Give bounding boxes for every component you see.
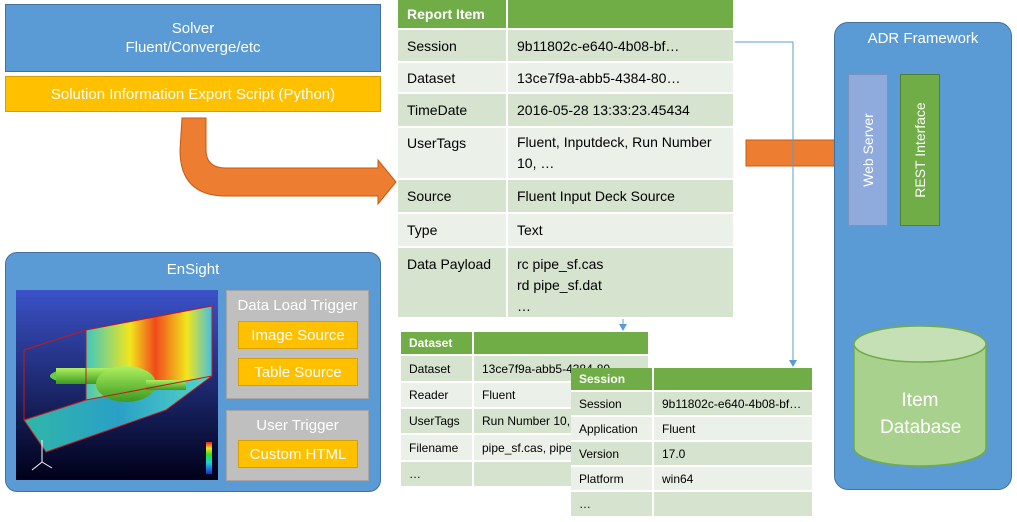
dataset-table-header: Dataset (401, 332, 474, 356)
report-key-data-payload: Data Payload (398, 247, 508, 319)
session-value-application: Fluent (653, 416, 814, 442)
custom-html-button[interactable]: Custom HTML (238, 440, 358, 468)
solver-to-report-arrow (179, 117, 397, 206)
report-key-type: Type (398, 213, 508, 248)
payload-line-3: … (517, 298, 531, 314)
report-key-timedate: TimeDate (398, 93, 508, 128)
report-key-usertags: UserTags (398, 127, 508, 180)
payload-line-2: rd pipe_sf.dat (517, 277, 602, 293)
image-source-button[interactable]: Image Source (238, 321, 358, 349)
session-value-more (653, 491, 814, 518)
report-value-type: Text (507, 213, 735, 248)
session-key-version: Version (571, 441, 654, 467)
export-script-label: Solution Information Export Script (Pyth… (50, 85, 336, 103)
table-source-button[interactable]: Table Source (238, 358, 358, 386)
session-link-line (721, 41, 794, 360)
report-value-session: 9b11802c-e640-4b08-bf… (507, 29, 735, 63)
payload-line-1: rc pipe_sf.cas (517, 256, 604, 272)
solver-box: Solver Fluent/Converge/etc (5, 4, 381, 72)
report-value-data-payload: rc pipe_sf.cas rd pipe_sf.dat … (507, 247, 735, 319)
web-server-label: Web Server (860, 113, 876, 187)
item-database-cylinder (853, 325, 987, 467)
report-item-header-value (507, 0, 735, 30)
item-database-label: Item Database (860, 384, 980, 444)
report-key-source: Source (398, 179, 508, 214)
data-load-trigger-title: Data Load Trigger (237, 297, 358, 314)
report-value-source: Fluent Input Deck Source (507, 179, 735, 214)
session-table: Session Session 9b11802c-e640-4b08-bf… A… (571, 368, 814, 518)
item-database-text: Item Database (880, 390, 962, 438)
report-key-dataset: Dataset (398, 62, 508, 94)
dataset-key-usertags: UserTags (401, 408, 474, 435)
export-script-box: Solution Information Export Script (Pyth… (5, 76, 381, 112)
report-value-dataset: 13ce7f9a-abb5-4384-80… (507, 62, 735, 94)
user-trigger-panel: User Trigger Custom HTML (226, 410, 369, 481)
dataset-key-reader: Reader (401, 382, 474, 409)
dataset-key-dataset: Dataset (401, 355, 474, 383)
session-key-platform: Platform (571, 466, 654, 492)
dataset-key-more: … (401, 461, 474, 488)
report-item-header: Report Item (398, 0, 508, 30)
session-link-arrowhead (789, 360, 797, 367)
session-value-platform: win64 (653, 466, 814, 492)
report-item-table: Report Item Session 9b11802c-e640-4b08-b… (398, 0, 735, 319)
session-table-header: Session (571, 368, 654, 392)
session-table-header-value (653, 368, 814, 392)
data-load-trigger-panel: Data Load Trigger Image Source Table Sou… (226, 290, 369, 399)
session-key-more: … (571, 491, 654, 518)
dataset-key-filename: Filename (401, 434, 474, 462)
dataset-link-arrowhead (619, 324, 627, 331)
report-value-timedate: 2016-05-28 13:33:23.45434 (507, 93, 735, 128)
report-key-session: Session (398, 29, 508, 63)
solver-title: Solver (171, 20, 215, 37)
ensight-title: EnSight (166, 261, 220, 278)
rest-interface-label: REST Interface (912, 102, 928, 198)
session-key-application: Application (571, 416, 654, 442)
session-value-session: 9b11802c-e640-4b08-bf… (653, 391, 814, 417)
adr-framework-title: ADR Framework (867, 30, 979, 47)
web-server-box: Web Server (848, 74, 888, 226)
dataset-table-header-value (473, 332, 650, 356)
ensight-viewport (16, 290, 218, 480)
rest-interface-box: REST Interface (900, 74, 940, 226)
solver-subtitle: Fluent/Converge/etc (125, 39, 261, 56)
report-value-usertags: Fluent, Inputdeck, Run Number 10, … (507, 127, 735, 180)
session-value-version: 17.0 (653, 441, 814, 467)
user-trigger-title: User Trigger (256, 417, 339, 434)
session-key-session: Session (571, 391, 654, 417)
